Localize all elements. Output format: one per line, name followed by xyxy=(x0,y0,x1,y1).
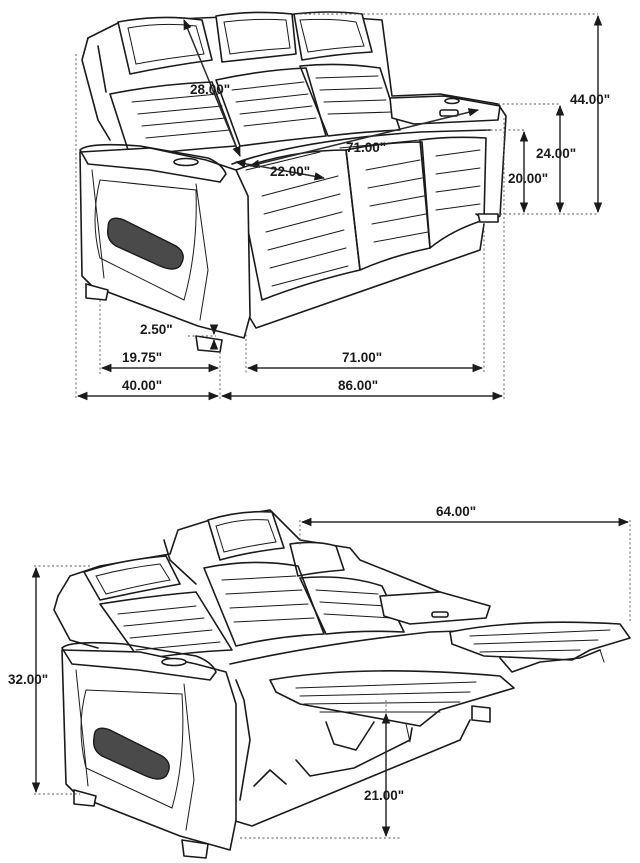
label-seat-width: 71.00" xyxy=(346,140,386,155)
reclined-headrest-right xyxy=(289,541,345,577)
arm-pocket xyxy=(106,217,184,270)
label-seat-height: 20.00" xyxy=(508,171,548,186)
top-view-dimension-lines xyxy=(75,13,603,401)
footrest-center xyxy=(269,670,515,727)
leg-front-left xyxy=(85,283,109,301)
reclined-headrest-left xyxy=(83,555,181,601)
label-overall-height: 44.00" xyxy=(570,92,610,107)
label-overall-width: 86.00" xyxy=(338,378,378,393)
label-reclined-extension: 64.00" xyxy=(436,504,476,519)
label-side-seat-depth: 19.75" xyxy=(122,350,162,365)
leg-back-right xyxy=(477,213,499,223)
bottom-view-dimension-lines xyxy=(31,517,631,839)
reclined-arm-pocket xyxy=(92,727,170,780)
reclined-sofa-drawing xyxy=(53,509,631,859)
leg-front-right xyxy=(195,335,223,353)
headrest-right xyxy=(293,11,373,61)
label-reclined-height: 32.00" xyxy=(8,672,48,687)
label-leg-height: 2.50" xyxy=(140,322,173,337)
label-footrest-height: 21.00" xyxy=(364,788,404,803)
label-overall-depth: 40.00" xyxy=(122,378,162,393)
label-arm-height: 24.00" xyxy=(536,146,576,161)
upright-sofa-drawing xyxy=(79,11,507,353)
reclined-headrest-center xyxy=(207,510,285,561)
footrest-right xyxy=(449,621,631,661)
label-back-depth: 28.00" xyxy=(190,82,230,97)
label-seat-depth: 22.00" xyxy=(270,164,310,179)
label-inner-width: 71.00" xyxy=(342,350,382,365)
